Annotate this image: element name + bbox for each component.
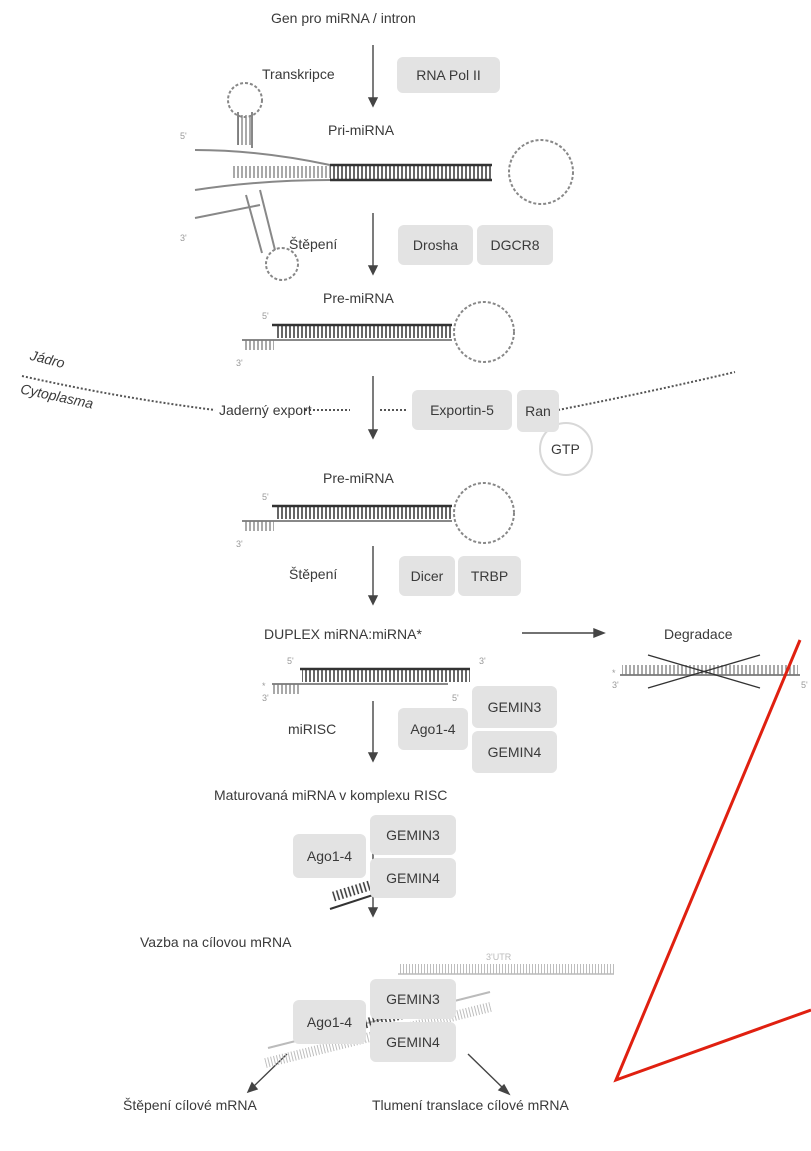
pre1-5prime: 5' bbox=[262, 311, 269, 321]
ago-box-1: Ago1-4 bbox=[398, 708, 468, 750]
pre2-3prime: 3' bbox=[236, 539, 243, 549]
degraded-5prime: 5' bbox=[801, 680, 808, 690]
gtp-label: GTP bbox=[551, 441, 580, 457]
drosha-box: Drosha bbox=[398, 225, 473, 265]
pre-mirna-label-2: Pre-miRNA bbox=[323, 470, 394, 486]
flow-arrows bbox=[246, 45, 606, 1096]
duplex-star: * bbox=[262, 681, 266, 691]
exportin-box: Exportin-5 bbox=[412, 390, 512, 430]
target-mrna bbox=[398, 964, 614, 975]
nuclear-export-label: Jaderný export bbox=[219, 402, 312, 418]
dicer-box: Dicer bbox=[399, 556, 455, 596]
duplex-5prime-top: 5' bbox=[287, 656, 294, 666]
annotation-arrow bbox=[613, 639, 811, 1083]
gemin3-box-1: GEMIN3 bbox=[472, 686, 557, 728]
gemin3-box-3: GEMIN3 bbox=[370, 979, 456, 1019]
gemin3-box-2: GEMIN3 bbox=[370, 815, 456, 855]
pre-mirna-structure-2 bbox=[242, 482, 515, 544]
mature-label: Maturovaná miRNA v komplexu RISC bbox=[214, 787, 448, 803]
degraded-star: * bbox=[612, 668, 616, 678]
duplex-3prime-bottom: 3' bbox=[262, 693, 269, 703]
pre1-3prime: 3' bbox=[236, 358, 243, 368]
gene-label: Gen pro miRNA / intron bbox=[271, 10, 416, 26]
duplex-3prime-top: 3' bbox=[479, 656, 486, 666]
cleavage-label-2: Štěpení bbox=[289, 566, 338, 582]
degraded-3prime: 3' bbox=[612, 680, 619, 690]
trbp-box: TRBP bbox=[458, 556, 521, 596]
pri-5prime: 5' bbox=[180, 131, 187, 141]
ran-box: Ran bbox=[517, 390, 559, 432]
duplex-5prime-bottom: 5' bbox=[452, 693, 459, 703]
pre-mirna-structure-1 bbox=[242, 301, 515, 363]
ago-box-3: Ago1-4 bbox=[293, 1000, 366, 1044]
utr-label: 3'UTR bbox=[486, 952, 512, 962]
degraded-strand bbox=[620, 654, 800, 689]
pre2-5prime: 5' bbox=[262, 492, 269, 502]
gemin4-box-2: GEMIN4 bbox=[370, 858, 456, 898]
ago-box-2: Ago1-4 bbox=[293, 834, 366, 878]
pri-mirna-structure bbox=[194, 82, 574, 281]
gemin4-box-1: GEMIN4 bbox=[472, 731, 557, 773]
degradation-label: Degradace bbox=[664, 626, 733, 642]
rna-pol-box: RNA Pol II bbox=[397, 57, 500, 93]
transcription-label: Transkripce bbox=[262, 66, 335, 82]
mirisc-label: miRISC bbox=[288, 721, 337, 737]
outcome-repression-label: Tlumení translace cílové mRNA bbox=[372, 1097, 569, 1113]
nuclear-membrane bbox=[21, 371, 736, 411]
pri-mirna-label: Pri-miRNA bbox=[328, 122, 395, 138]
duplex-structure bbox=[272, 667, 470, 694]
gemin4-box-3: GEMIN4 bbox=[370, 1022, 456, 1062]
dgcr8-box: DGCR8 bbox=[477, 225, 553, 265]
pre-mirna-label-1: Pre-miRNA bbox=[323, 290, 394, 306]
outcome-cleavage-label: Štěpení cílové mRNA bbox=[123, 1097, 257, 1113]
cleavage-label-1: Štěpení bbox=[289, 236, 338, 252]
binding-label: Vazba na cílovou mRNA bbox=[140, 934, 292, 950]
duplex-label: DUPLEX miRNA:miRNA* bbox=[264, 626, 422, 642]
gtp-circle bbox=[539, 422, 593, 476]
pri-3prime: 3' bbox=[180, 233, 187, 243]
